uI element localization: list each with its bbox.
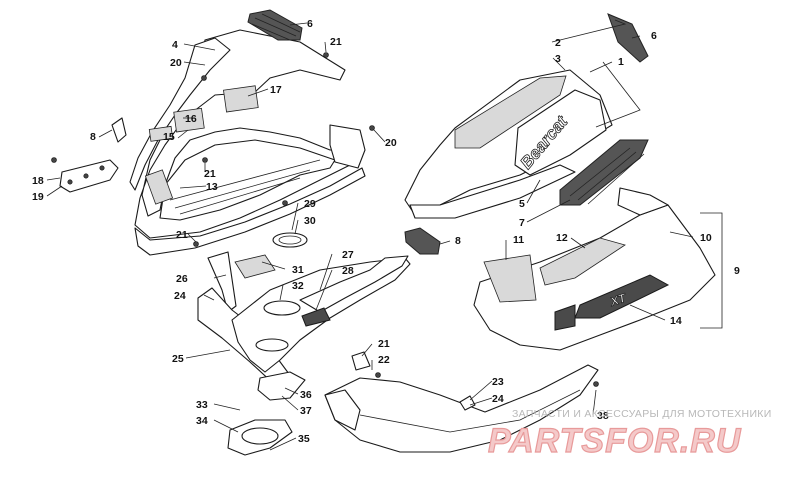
callout-21-top: 21: [330, 36, 342, 48]
leader-lines: [46, 19, 694, 451]
callout-16: 16: [185, 113, 197, 125]
callout-38: 38: [597, 410, 609, 422]
callout-23: 23: [492, 376, 504, 388]
callout-15: 15: [163, 131, 175, 143]
callout-14: 14: [670, 315, 682, 327]
callout-4: 4: [172, 39, 178, 51]
hardware: [51, 52, 599, 387]
callout-30: 30: [304, 215, 316, 227]
panel-badge-decal: XT: [608, 290, 629, 309]
nose-assembly: [59, 9, 366, 256]
watermark-tagline: ЗАПЧАСТИ И АКСЕССУАРЫ ДЛЯ МОТОТЕХНИКИ: [512, 408, 772, 420]
callout-7: 7: [519, 217, 525, 229]
callout-24-right: 24: [492, 393, 504, 405]
callout-28: 28: [342, 265, 354, 277]
callout-37: 37: [300, 405, 312, 417]
callout-19: 19: [32, 191, 44, 203]
callout-17: 17: [270, 84, 282, 96]
callout-6-top-left: 6: [307, 18, 313, 30]
belly-pan-assembly: [197, 232, 599, 456]
callout-10: 10: [700, 232, 712, 244]
callout-9: 9: [734, 265, 740, 277]
callout-36: 36: [300, 389, 312, 401]
callout-8-left: 8: [90, 131, 96, 143]
callout-24-left: 24: [174, 290, 186, 302]
callout-6-top-right: 6: [651, 30, 657, 42]
callout-34: 34: [196, 415, 208, 427]
watermark: ЗАПЧАСТИ И АКСЕССУАРЫ ДЛЯ МОТОТЕХНИКИ PA…: [487, 408, 772, 461]
callout-29: 29: [304, 198, 316, 210]
callout-3: 3: [555, 53, 561, 65]
callout-12: 12: [556, 232, 568, 244]
callout-35: 35: [298, 433, 310, 445]
callout-22: 22: [378, 354, 390, 366]
callout-8-right: 8: [455, 235, 461, 247]
callout-18: 18: [32, 175, 44, 187]
callout-labels: 1 2 3 4 5 6 6 7 8 8 9 10 11 12 13 14 15 …: [32, 18, 740, 445]
callout-21-mid: 21: [204, 168, 216, 180]
callout-20-right: 20: [385, 137, 397, 149]
callout-26: 26: [176, 273, 188, 285]
callout-33: 33: [196, 399, 208, 411]
callout-2: 2: [555, 37, 561, 49]
callout-25: 25: [172, 353, 184, 365]
callout-13: 13: [206, 181, 218, 193]
callout-20-top: 20: [170, 57, 182, 69]
watermark-logo: PARTSFOR.RU: [488, 422, 742, 460]
callout-5: 5: [519, 198, 525, 210]
hood-assembly: Bearcat: [404, 13, 649, 255]
callout-32: 32: [292, 280, 304, 292]
side-panel-assembly: XT: [473, 187, 723, 351]
callout-21-low: 21: [176, 229, 188, 241]
callout-27: 27: [342, 249, 354, 261]
callout-11: 11: [513, 234, 524, 246]
callout-31: 31: [292, 264, 304, 276]
callout-21-center: 21: [378, 338, 390, 350]
callout-1: 1: [618, 56, 624, 68]
